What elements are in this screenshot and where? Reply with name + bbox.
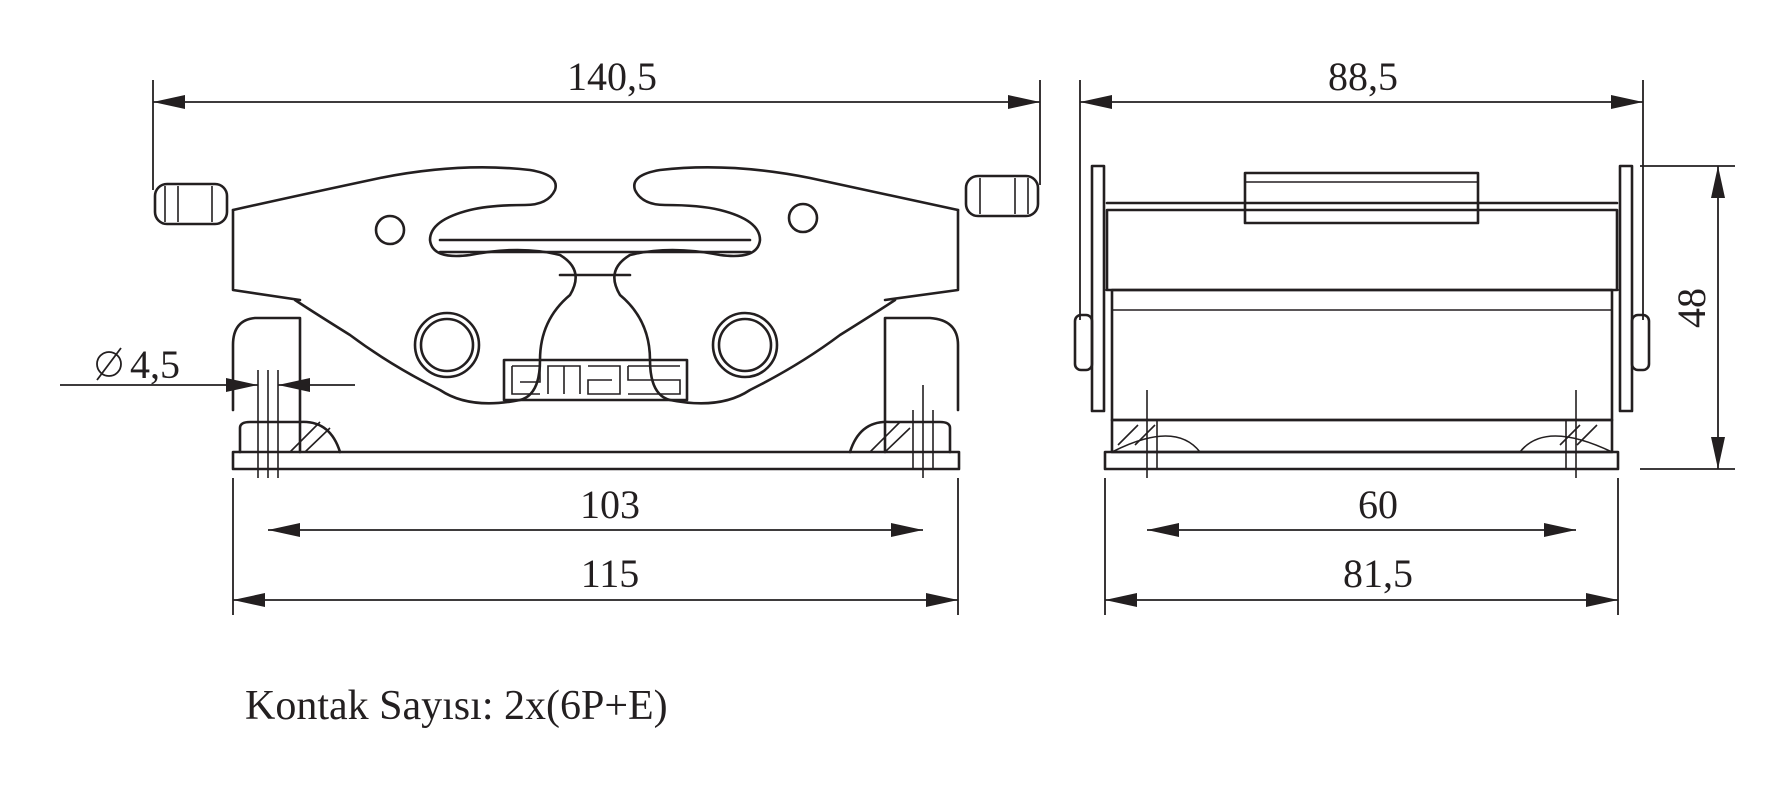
- side-flange-right: [1618, 164, 1634, 413]
- front-view: emas 140,5 4,5 103: [60, 54, 1041, 615]
- front-handle-right: [964, 174, 1040, 218]
- side-pin-right: [1630, 313, 1651, 372]
- dim-front-base-label: 115: [581, 551, 640, 596]
- dim-front-overall-label: 140,5: [567, 54, 657, 99]
- diameter-slash: [96, 347, 122, 381]
- dim-side-overall-label: 88,5: [1328, 54, 1398, 99]
- front-small-hole-left: [374, 214, 406, 246]
- emas-logo: emas: [502, 358, 689, 402]
- contact-count-caption: Kontak Sayısı: 2x(6P+E): [245, 683, 668, 729]
- dim-front-overall: 140,5: [152, 54, 1041, 190]
- side-base-upper: [1110, 418, 1614, 454]
- side-hole-centerlines: [1146, 390, 1577, 478]
- dim-side-height: 48: [1640, 165, 1735, 470]
- front-body-outline: [231, 316, 960, 454]
- dim-side-base-label: 81,5: [1343, 551, 1413, 596]
- front-boss-right: [711, 311, 779, 379]
- dim-front-base: 115: [232, 478, 959, 615]
- dim-hole-diameter: 4,5: [60, 342, 355, 392]
- front-left-foot: [238, 420, 342, 454]
- front-handle-left-grip: [164, 186, 213, 222]
- side-foot-hatching: [1111, 424, 1613, 453]
- front-boss-left: [413, 311, 481, 379]
- side-housing: [1110, 288, 1614, 422]
- dim-side-hole-pitch: 60: [1147, 482, 1576, 537]
- front-right-foot: [848, 420, 952, 454]
- front-foot-hatching: [289, 421, 911, 453]
- front-handle-left: [153, 182, 229, 226]
- side-pin-left: [1073, 313, 1094, 372]
- front-frame-edges: [231, 208, 960, 302]
- dim-hole-diameter-label: 4,5: [130, 342, 180, 387]
- dim-front-hole-pitch: 103: [268, 482, 923, 537]
- front-small-hole-right: [787, 202, 819, 234]
- diameter-symbol-icon: [96, 351, 122, 377]
- side-view: 88,5 48 60 81,5: [1073, 54, 1735, 615]
- side-flange-left: [1090, 164, 1106, 413]
- front-hole-centerlines: [257, 370, 934, 478]
- dim-side-base: 81,5: [1104, 478, 1619, 615]
- dim-side-overall: 88,5: [1079, 54, 1644, 320]
- front-boss-left-inner: [419, 317, 475, 373]
- front-locking-lever: [231, 166, 960, 405]
- side-latch-bar: [1243, 171, 1480, 225]
- dim-front-hole-pitch-label: 103: [580, 482, 640, 527]
- dim-side-hole-pitch-label: 60: [1358, 482, 1398, 527]
- front-handle-right-grip: [979, 178, 1029, 214]
- front-boss-right-inner: [717, 317, 773, 373]
- side-base-plate: [1103, 450, 1620, 471]
- front-base-plate: [231, 450, 961, 471]
- dim-side-height-label: 48: [1669, 288, 1714, 328]
